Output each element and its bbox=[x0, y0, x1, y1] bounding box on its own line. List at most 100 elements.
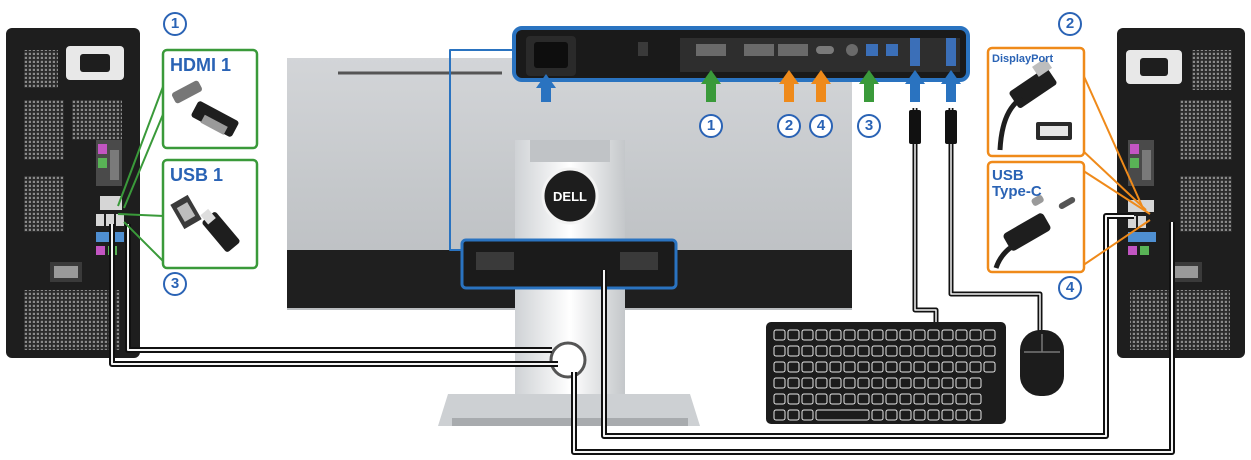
keyboard-key bbox=[871, 409, 884, 421]
keyboard-key bbox=[815, 329, 828, 341]
usb-a-connector-icon bbox=[170, 194, 240, 252]
keyboard-key bbox=[941, 329, 954, 341]
power-arrow bbox=[536, 74, 556, 102]
keyboard-key bbox=[941, 345, 954, 357]
badge-usb1-pc: 3 bbox=[163, 272, 187, 296]
keyboard-key bbox=[773, 329, 786, 341]
keyboard-key bbox=[787, 329, 800, 341]
mouse bbox=[1020, 330, 1064, 396]
keyboard-key bbox=[899, 361, 912, 373]
keyboard-key bbox=[801, 409, 814, 421]
keyboard-key bbox=[969, 345, 982, 357]
keyboard-key bbox=[829, 329, 842, 341]
keyboard-key bbox=[885, 393, 898, 405]
keyboard-key bbox=[885, 409, 898, 421]
audio-port bbox=[846, 44, 858, 56]
right-pc-tower bbox=[1117, 28, 1245, 358]
usb-c-arrow bbox=[811, 70, 831, 102]
keyboard-key bbox=[955, 377, 968, 389]
power-socket bbox=[534, 42, 568, 68]
keyboard-key bbox=[801, 361, 814, 373]
usb-c-port bbox=[816, 46, 834, 54]
keyboard-key bbox=[913, 377, 926, 389]
keyboard-key bbox=[927, 345, 940, 357]
cable-management-hole bbox=[549, 341, 587, 379]
keyboard-key bbox=[983, 361, 996, 373]
hdmi-port-2 bbox=[744, 44, 774, 56]
keyboard-key bbox=[787, 377, 800, 389]
keyboard-key bbox=[885, 377, 898, 389]
keyboard-key bbox=[801, 393, 814, 405]
keyboard-key bbox=[843, 345, 856, 357]
keyboard-key bbox=[773, 393, 786, 405]
keyboard-key bbox=[857, 329, 870, 341]
keyboard-key bbox=[829, 393, 842, 405]
usb-b-arrow bbox=[859, 70, 879, 102]
usb-a-port-1 bbox=[910, 38, 920, 66]
keyboard-key bbox=[941, 409, 954, 421]
keyboard-key bbox=[871, 377, 884, 389]
keyboard-key bbox=[787, 345, 800, 357]
keyboard-key bbox=[899, 393, 912, 405]
badge-port-hdmi: 1 bbox=[699, 114, 723, 138]
keyboard-key bbox=[941, 361, 954, 373]
usb-a-arrow-mouse bbox=[941, 70, 961, 102]
keyboard-key bbox=[801, 377, 814, 389]
badge-port-usbb: 3 bbox=[857, 114, 881, 138]
keyboard-key bbox=[941, 393, 954, 405]
usb-b-port-1 bbox=[866, 44, 878, 56]
keyboard bbox=[766, 322, 1006, 424]
usb-b-port-2 bbox=[886, 44, 898, 56]
rear-io-panel bbox=[512, 26, 970, 82]
displayport-port bbox=[778, 44, 808, 56]
keyboard-key bbox=[829, 361, 842, 373]
keyboard-key bbox=[899, 345, 912, 357]
usbc-callout-box bbox=[986, 160, 1086, 274]
keyboard-key bbox=[927, 393, 940, 405]
hdmi-callout-box bbox=[161, 48, 259, 150]
keyboard-key bbox=[829, 377, 842, 389]
keyboard-key bbox=[955, 345, 968, 357]
keyboard-key bbox=[913, 345, 926, 357]
keyboard-key bbox=[969, 393, 982, 405]
keyboard-key bbox=[913, 409, 926, 421]
hdmi-label: HDMI 1 bbox=[170, 55, 232, 75]
keyboard-key bbox=[801, 345, 814, 357]
badge-port-displayport: 2 bbox=[777, 114, 801, 138]
usb-a-port-2 bbox=[946, 38, 956, 66]
keyboard-key bbox=[885, 345, 898, 357]
usb1-callout-box bbox=[161, 158, 259, 270]
keyboard-key bbox=[815, 345, 828, 357]
keyboard-key bbox=[871, 393, 884, 405]
keyboard-key bbox=[955, 409, 968, 421]
dell-logo bbox=[541, 167, 599, 225]
badge-port-usbc: 4 bbox=[809, 114, 833, 138]
keyboard-key bbox=[773, 345, 786, 357]
blue-guide-line bbox=[449, 49, 514, 251]
keyboard-key bbox=[955, 361, 968, 373]
keyboard-key bbox=[983, 345, 996, 357]
keyboard-key bbox=[927, 361, 940, 373]
keyboard-key bbox=[815, 377, 828, 389]
keyboard-key bbox=[843, 361, 856, 373]
keyboard-key bbox=[843, 393, 856, 405]
keyboard-key bbox=[969, 409, 982, 421]
dell-logo-text: DELL bbox=[553, 189, 587, 204]
keyboard-key bbox=[773, 361, 786, 373]
keyboard-key bbox=[829, 345, 842, 357]
displayport-label: DisplayPort bbox=[992, 53, 1054, 65]
keyboard-key bbox=[815, 409, 870, 421]
keyboard-key bbox=[787, 409, 800, 421]
keyboard-key bbox=[955, 393, 968, 405]
hdmi-connector-icon bbox=[171, 80, 239, 137]
keyboard-key bbox=[913, 393, 926, 405]
keyboard-key bbox=[871, 329, 884, 341]
left-pc-tower bbox=[6, 28, 140, 358]
keyboard-key bbox=[871, 361, 884, 373]
keyboard-key bbox=[857, 345, 870, 357]
keyboard-key bbox=[843, 329, 856, 341]
keyboard-key bbox=[899, 409, 912, 421]
keyboard-key bbox=[969, 361, 982, 373]
keyboard-key bbox=[885, 329, 898, 341]
